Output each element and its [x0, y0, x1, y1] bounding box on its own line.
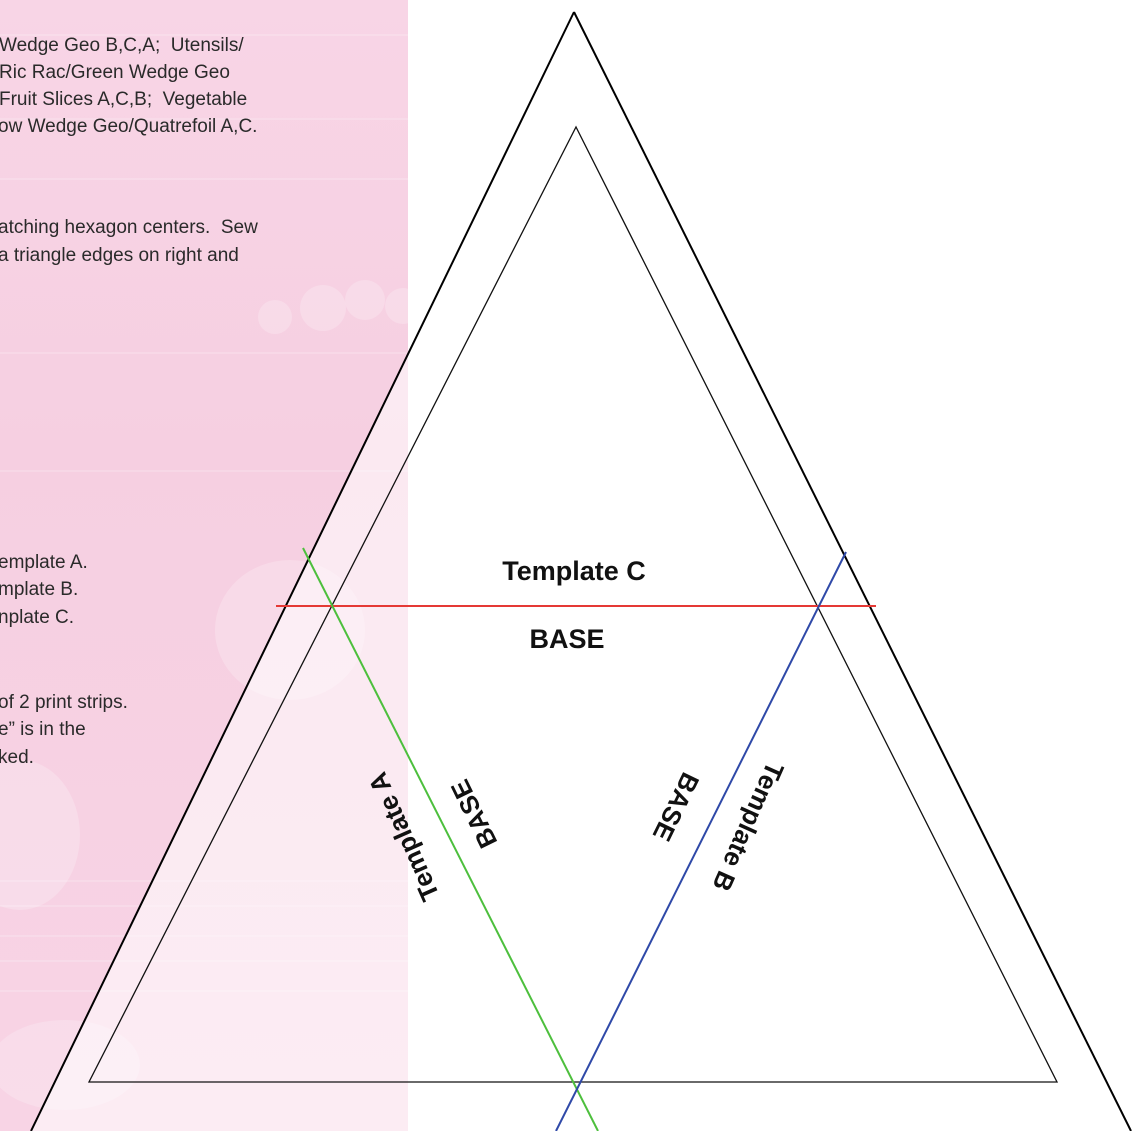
- text-line: emplate A.: [0, 552, 88, 573]
- outer-triangle-left-edge: [30, 11, 575, 1131]
- text-line: Ric Rac/Green Wedge Geo: [0, 62, 230, 83]
- text-line: ow Wedge Geo/Quatrefoil A,C.: [0, 116, 258, 137]
- text-line: Wedge Geo B,C,A; Utensils/: [0, 35, 244, 56]
- text-line: a triangle edges on right and: [0, 245, 239, 266]
- text-line: Fruit Slices A,C,B; Vegetable: [0, 89, 248, 110]
- outer-triangle-right-edge: [573, 11, 1132, 1131]
- text-line: e” is in the: [0, 719, 86, 740]
- text-line: nplate C.: [0, 607, 75, 628]
- text-line: ked.: [0, 747, 34, 768]
- text-line: mplate B.: [0, 579, 79, 600]
- template-c-base-label: BASE: [529, 624, 604, 654]
- text-line: atching hexagon centers. Sew: [0, 217, 258, 238]
- template-b-cut-line: [555, 551, 847, 1131]
- text-line: of 2 print strips.: [0, 692, 128, 713]
- template-a-cut-line: [302, 547, 599, 1131]
- template-c-label: Template C: [502, 556, 646, 586]
